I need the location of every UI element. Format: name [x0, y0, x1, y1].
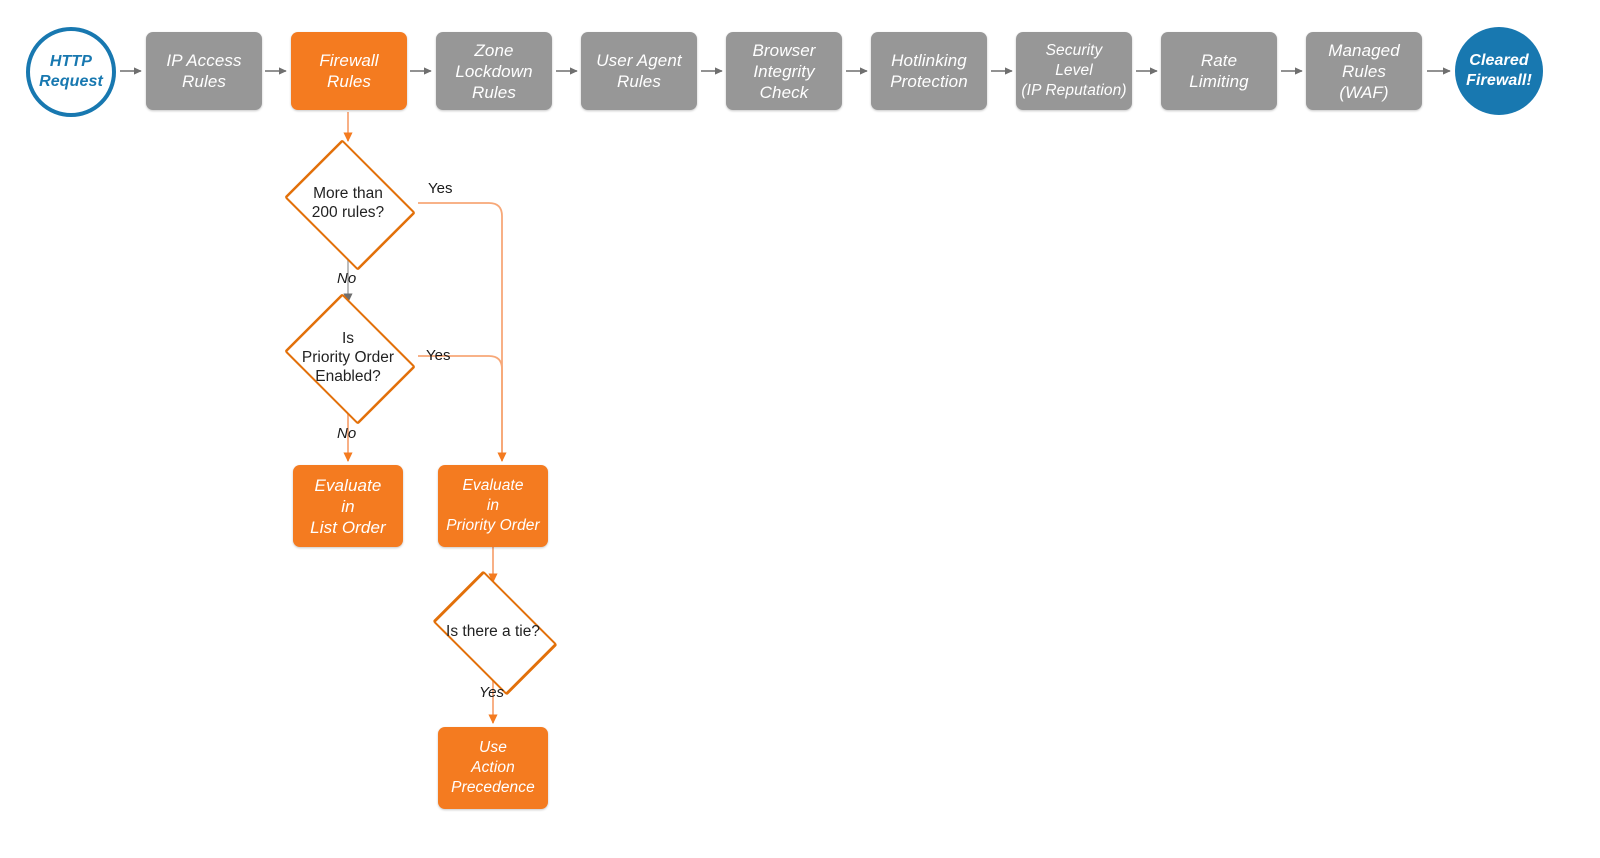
- decision-is-there-a-tie[interactable]: Is there a tie?: [423, 570, 563, 696]
- node-security-level[interactable]: Security Level (IP Reputation): [1016, 32, 1132, 110]
- edge-d2-yes: [418, 355, 503, 455]
- node-cleared-firewall[interactable]: Cleared Firewall!: [1455, 27, 1543, 115]
- decision-more-than-200-rules[interactable]: More than 200 rules?: [278, 139, 418, 271]
- edge-label-d2-yes: Yes: [426, 347, 451, 364]
- node-browser-integrity-check[interactable]: Browser Integrity Check: [726, 32, 842, 110]
- node-browser-integrity-check-label: Browser Integrity Check: [752, 40, 816, 102]
- node-zone-lockdown-rules[interactable]: Zone Lockdown Rules: [436, 32, 552, 110]
- edge-d1-yes: [418, 202, 503, 455]
- edge-label-d2-no: No: [337, 425, 357, 442]
- node-cleared-firewall-label: Cleared Firewall!: [1466, 52, 1532, 89]
- node-hotlinking-protection-label: Hotlinking Protection: [890, 51, 968, 91]
- decision-is-priority-order-enabled-label: Is Priority Order Enabled?: [301, 329, 395, 385]
- node-user-agent-rules-label: User Agent Rules: [596, 51, 682, 91]
- node-user-agent-rules[interactable]: User Agent Rules: [581, 32, 697, 110]
- node-evaluate-in-priority-order-label: Evaluate in Priority Order: [446, 477, 540, 534]
- decision-is-priority-order-enabled[interactable]: Is Priority Order Enabled?: [278, 293, 418, 425]
- node-evaluate-in-priority-order[interactable]: Evaluate in Priority Order: [438, 465, 548, 547]
- node-ip-access-rules[interactable]: IP Access Rules: [146, 32, 262, 110]
- decision-is-there-a-tie-label: Is there a tie?: [446, 622, 540, 640]
- edge-label-d1-no: No: [337, 270, 357, 287]
- node-ip-access-rules-label: IP Access Rules: [166, 51, 242, 91]
- decision-more-than-200-rules-label: More than 200 rules?: [311, 185, 385, 221]
- node-managed-rules-waf[interactable]: Managed Rules (WAF): [1306, 32, 1422, 110]
- node-firewall-rules[interactable]: Firewall Rules: [291, 32, 407, 110]
- node-http-request[interactable]: HTTP Request: [26, 27, 116, 117]
- node-evaluate-in-list-order[interactable]: Evaluate in List Order: [293, 465, 403, 547]
- node-http-request-label: HTTP Request: [39, 53, 103, 90]
- edge-label-d1-yes: Yes: [428, 180, 453, 197]
- edge-label-d3-yes: Yes: [479, 684, 505, 701]
- node-security-level-label: Security Level (IP Reputation): [1021, 42, 1127, 99]
- node-zone-lockdown-rules-label: Zone Lockdown Rules: [455, 40, 533, 102]
- node-evaluate-in-list-order-label: Evaluate in List Order: [310, 475, 386, 537]
- node-rate-limiting-label: Rate Limiting: [1189, 51, 1249, 91]
- node-hotlinking-protection[interactable]: Hotlinking Protection: [871, 32, 987, 110]
- node-firewall-rules-label: Firewall Rules: [319, 51, 379, 91]
- node-use-action-precedence[interactable]: Use Action Precedence: [438, 727, 548, 809]
- node-managed-rules-waf-label: Managed Rules (WAF): [1328, 40, 1400, 102]
- node-rate-limiting[interactable]: Rate Limiting: [1161, 32, 1277, 110]
- node-use-action-precedence-label: Use Action Precedence: [451, 739, 535, 796]
